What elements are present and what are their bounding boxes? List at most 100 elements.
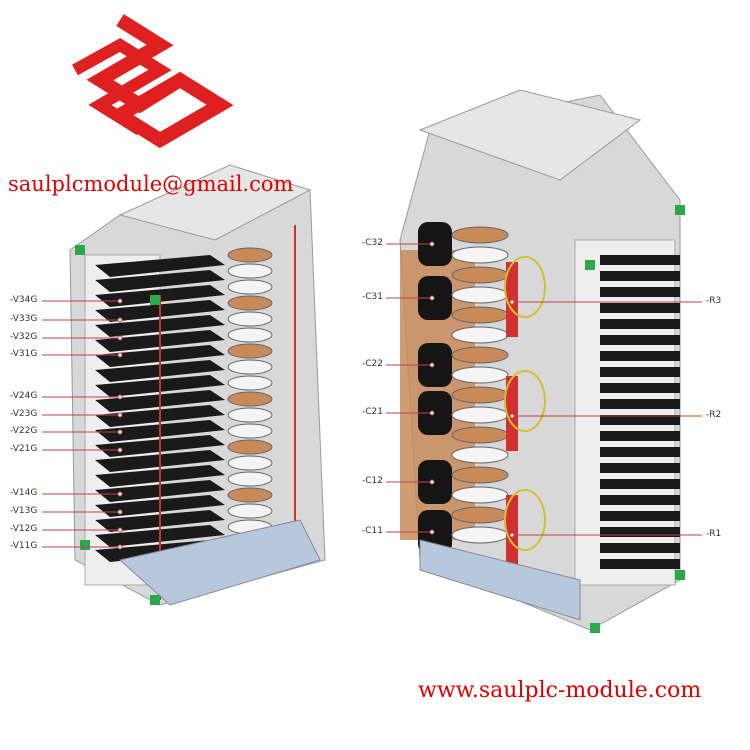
heatsink-fin — [600, 319, 680, 329]
green-clip — [590, 623, 600, 633]
heatsink-fin — [600, 287, 680, 297]
left-base — [118, 519, 321, 606]
wire-loop — [504, 370, 546, 432]
leader-dot — [117, 544, 123, 550]
thyristor-label: -V34G — [10, 295, 38, 305]
heatsink-fin — [600, 303, 680, 313]
heatsink-fin — [600, 447, 680, 457]
thyristor-disc — [227, 311, 273, 327]
thyristor-disc — [451, 246, 509, 264]
thyristor-disc — [451, 366, 509, 384]
green-clip — [80, 540, 90, 550]
heatsink-fin — [600, 495, 680, 505]
heatsink-fin — [600, 383, 680, 393]
wire-loop — [504, 489, 546, 551]
green-clip — [585, 260, 595, 270]
capacitor — [418, 222, 452, 266]
thyristor-disc — [227, 263, 273, 279]
thyristor-label: -V21G — [10, 444, 38, 454]
thyristor-disc — [227, 391, 273, 407]
resistor-label: -R1 — [706, 529, 722, 539]
leader-dot — [117, 317, 123, 323]
thyristor-label: -V23G — [10, 409, 38, 419]
heatsink-fin — [600, 351, 680, 361]
thyristor-disc — [227, 471, 273, 487]
leader-dot — [509, 532, 515, 538]
watermark-website: www.saulplc-module.com — [418, 678, 702, 703]
capacitor — [418, 343, 452, 387]
thyristor-disc — [227, 247, 273, 263]
logo-mark-inner — [72, 38, 172, 136]
thyristor-disc — [451, 346, 509, 364]
leader-dot — [429, 529, 435, 535]
heatsink-fin — [95, 270, 225, 292]
capacitor — [418, 276, 452, 320]
thyristor-label: -V31G — [10, 349, 38, 359]
thyristor-disc — [451, 226, 509, 244]
thyristor-label: -V32G — [10, 332, 38, 342]
leader-dot — [117, 509, 123, 515]
thyristor-label: -V12G — [10, 524, 38, 534]
leader-dot — [509, 299, 515, 305]
thyristor-label: -V11G — [10, 541, 38, 551]
leader-dot — [117, 491, 123, 497]
leader-dot — [117, 412, 123, 418]
leader-dot — [117, 429, 123, 435]
capacitor-label: -C11 — [362, 526, 383, 536]
leader-dot — [429, 295, 435, 301]
thyristor-label: -V13G — [10, 506, 38, 516]
green-clip — [150, 595, 160, 605]
leader-dot — [429, 479, 435, 485]
thyristor-label: -V24G — [10, 391, 38, 401]
heatsink-fin — [600, 543, 680, 553]
heatsink-fin — [600, 511, 680, 521]
leader-dot — [117, 394, 123, 400]
leader-dot — [509, 413, 515, 419]
leader-dot — [429, 241, 435, 247]
leader-dot — [117, 527, 123, 533]
heatsink-fin — [600, 463, 680, 473]
heatsink-fin — [600, 255, 680, 265]
thyristor-disc — [451, 286, 509, 304]
capacitor-label: -C21 — [362, 407, 383, 417]
capacitor — [418, 391, 452, 435]
thyristor-disc — [227, 375, 273, 391]
thyristor-disc — [451, 386, 509, 404]
thyristor-disc — [451, 486, 509, 504]
thyristor-disc — [227, 327, 273, 343]
watermark-email: saulplcmodule@gmail.com — [8, 172, 294, 196]
left-top-plate — [118, 164, 312, 241]
heatsink-fin — [600, 415, 680, 425]
resistor-label: -R2 — [706, 410, 722, 420]
capacitor — [418, 460, 452, 504]
thyristor-disc — [451, 266, 509, 284]
thyristor-disc — [451, 466, 509, 484]
thyristor-disc — [451, 446, 509, 464]
thyristor-disc — [451, 326, 509, 344]
heatsink-fin — [600, 335, 680, 345]
thyristor-label: -V22G — [10, 426, 38, 436]
capacitor-label: -C32 — [362, 238, 383, 248]
thyristor-disc — [451, 506, 509, 524]
heatsink-fin — [600, 559, 680, 569]
leader-dot — [117, 335, 123, 341]
thyristor-disc — [451, 426, 509, 444]
heatsink-fin — [600, 271, 680, 281]
thyristor-disc — [227, 423, 273, 439]
capacitor-label: -C31 — [362, 292, 383, 302]
capacitor-label: -C22 — [362, 359, 383, 369]
leader-dot — [117, 298, 123, 304]
green-clip — [150, 295, 160, 305]
thyristor-disc — [227, 295, 273, 311]
thyristor-disc — [227, 439, 273, 455]
green-clip — [75, 245, 85, 255]
thyristor-disc — [227, 455, 273, 471]
thyristor-disc — [451, 406, 509, 424]
resistor-label: -R3 — [706, 296, 722, 306]
leader-dot — [117, 447, 123, 453]
heatsink-fin — [600, 479, 680, 489]
heatsink-fin — [95, 255, 225, 277]
thyristor-disc — [451, 526, 509, 544]
